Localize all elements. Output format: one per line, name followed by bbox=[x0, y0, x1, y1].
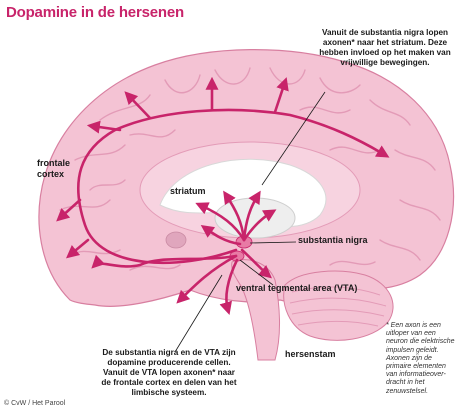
mesocortical-pathway-lower bbox=[91, 254, 238, 269]
nigrostriatal-pathway bbox=[195, 202, 246, 242]
label-frontal-cortex: frontale cortex bbox=[37, 158, 71, 179]
label-pointers bbox=[174, 91, 326, 353]
callout-substantia-nigra-striatum: Vanuit de substantia nigra lopen axonen*… bbox=[319, 28, 451, 67]
thalamus-shape bbox=[214, 197, 296, 239]
image-credit: © CvW / Het Parool bbox=[4, 400, 66, 407]
label-vta: ventral tegmental area (VTA) bbox=[236, 283, 358, 293]
label-striatum: striatum bbox=[170, 186, 206, 196]
brainstem-shape bbox=[231, 259, 280, 361]
diagram-title: Dopamine in de hersenen bbox=[6, 4, 184, 21]
amygdala-shape bbox=[165, 231, 187, 249]
cerebellum-shape bbox=[283, 270, 394, 341]
axon-footnote: * Een axon is een uitloper van een neuro… bbox=[386, 322, 455, 395]
label-substantia-nigra: substantia nigra bbox=[298, 235, 368, 245]
label-brainstem: hersenstam bbox=[285, 349, 336, 359]
dopamine-pathways bbox=[56, 76, 390, 315]
callout-vta: De substantia nigra en de VTA zijn dopam… bbox=[101, 348, 237, 397]
brain-folds bbox=[59, 67, 441, 271]
cerebellum-folds bbox=[289, 286, 387, 327]
